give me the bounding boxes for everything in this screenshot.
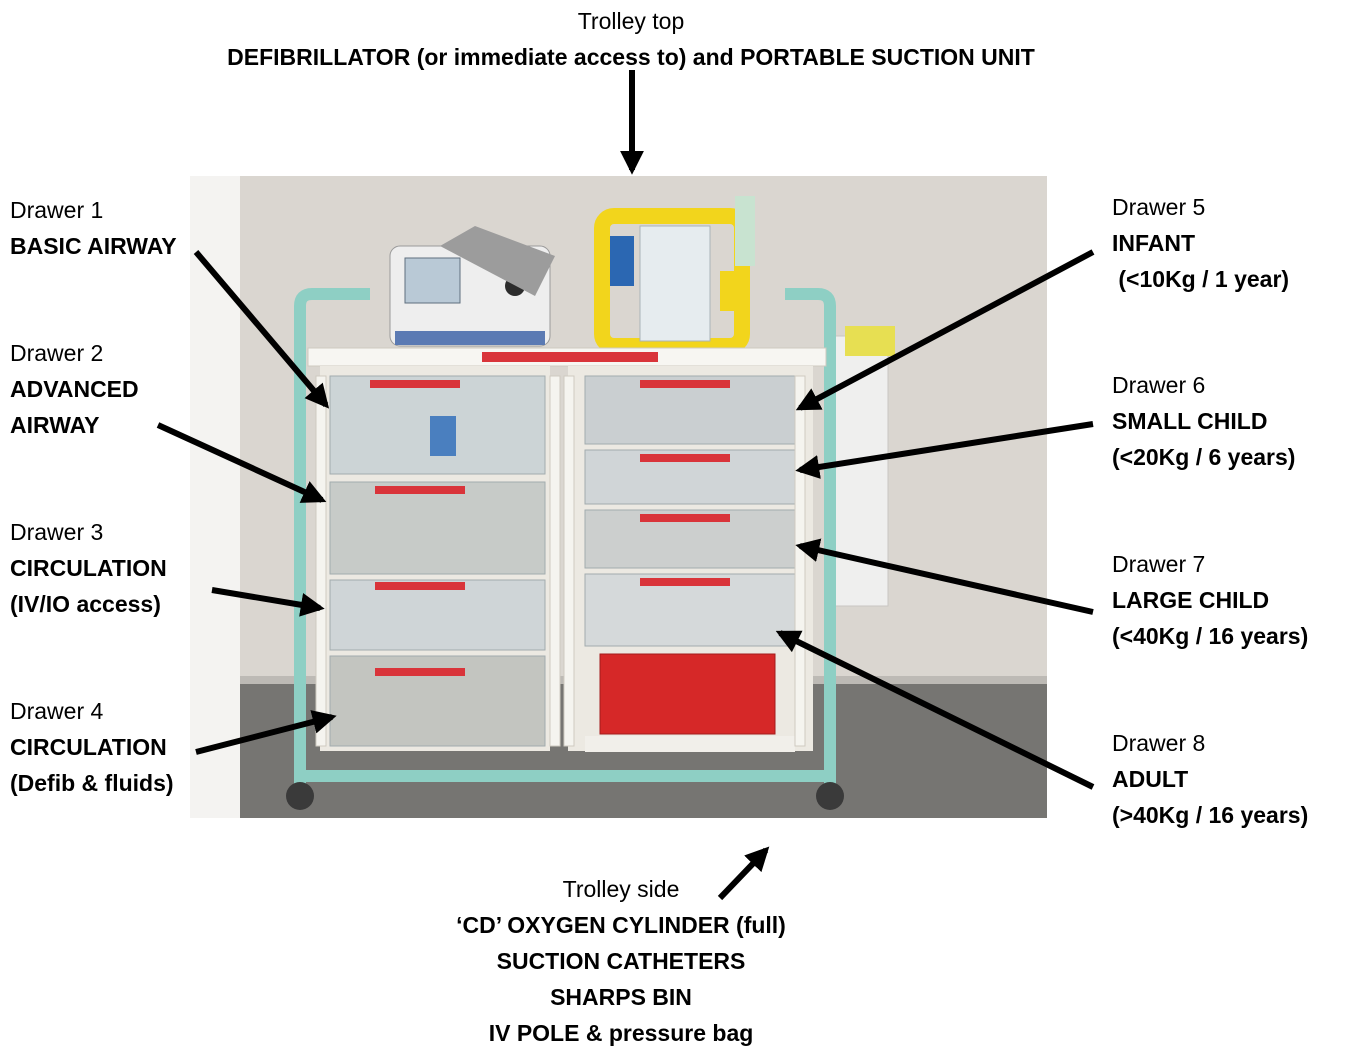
portable-suction-unit (594, 196, 755, 354)
trolley-side-line-3: SHARPS BIN (550, 984, 692, 1010)
drawer-2-title: Drawer 2 (10, 340, 104, 366)
drawer-2-line-1: ADVANCED (10, 376, 139, 402)
trolley-side-label: Trolley side ‘CD’ OXYGEN CYLINDER (full)… (0, 871, 1242, 1051)
drawer-3-line-2: (IV/IO access) (10, 591, 161, 617)
drawer-4-title: Drawer 4 (10, 698, 104, 724)
drawer-3-title: Drawer 3 (10, 519, 104, 545)
drawer-1-line-1: BASIC AIRWAY (10, 233, 177, 259)
trolley-side-title: Trolley side (562, 876, 680, 902)
drawer-1-label: Drawer 1 BASIC AIRWAY (10, 192, 177, 264)
drawer-4-label: Drawer 4 CIRCULATION (Defib & fluids) (10, 693, 174, 801)
trolley-top-items: DEFIBRILLATOR (or immediate access to) a… (227, 44, 1035, 70)
left-drawer-column (320, 366, 550, 751)
drawer-6-title: Drawer 6 (1112, 372, 1206, 398)
drawer-7-line-1: LARGE CHILD (1112, 587, 1270, 613)
trolley-top-label (482, 352, 658, 362)
drawer-6-line-2: (<20Kg / 6 years) (1112, 444, 1296, 470)
right-drawer-column (568, 366, 813, 752)
trolley-side-line-2: SUCTION CATHETERS (496, 948, 746, 974)
drawer-2-line-2: AIRWAY (10, 412, 100, 438)
defibrillator (389, 226, 555, 347)
drawer-3-label: Drawer 3 CIRCULATION (IV/IO access) (10, 514, 167, 622)
drawer-7-title: Drawer 7 (1112, 551, 1206, 577)
trolley-top-title: Trolley top (577, 8, 685, 34)
drawer-8-line-1: ADULT (1112, 766, 1189, 792)
drawer-8-title: Drawer 8 (1112, 730, 1206, 756)
drawer-6-line-1: SMALL CHILD (1112, 408, 1268, 434)
drawer-7-line-2: (<40Kg / 16 years) (1112, 623, 1309, 649)
drawer-4-line-2: (Defib & fluids) (10, 770, 174, 796)
drawer-5-line-2: (<10Kg / 1 year) (1112, 266, 1290, 292)
drawer-5-line-1: INFANT (1112, 230, 1196, 256)
trolley-top-label: Trolley top DEFIBRILLATOR (or immediate … (0, 3, 1262, 75)
drawer-3-line-1: CIRCULATION (10, 555, 167, 581)
drawer-7-label: Drawer 7 LARGE CHILD (<40Kg / 16 years) (1112, 546, 1308, 654)
trolley-photo (190, 176, 1047, 818)
drawer-5-label: Drawer 5 INFANT (<10Kg / 1 year) (1112, 189, 1289, 297)
drawer-8-label: Drawer 8 ADULT (>40Kg / 16 years) (1112, 725, 1308, 833)
trolley-side-line-4: IV POLE & pressure bag (488, 1020, 754, 1046)
sharps-bin (599, 653, 776, 735)
drawer-4-line-1: CIRCULATION (10, 734, 167, 760)
drawer-5-title: Drawer 5 (1112, 194, 1206, 220)
trolley-side-line-1: ‘CD’ OXYGEN CYLINDER (full) (456, 912, 786, 938)
drawer-6-label: Drawer 6 SMALL CHILD (<20Kg / 6 years) (1112, 367, 1295, 475)
drawer-8-line-2: (>40Kg / 16 years) (1112, 802, 1309, 828)
wall-box (829, 335, 889, 607)
drawer-1-title: Drawer 1 (10, 197, 104, 223)
drawer-2-label: Drawer 2 ADVANCED AIRWAY (10, 335, 139, 443)
